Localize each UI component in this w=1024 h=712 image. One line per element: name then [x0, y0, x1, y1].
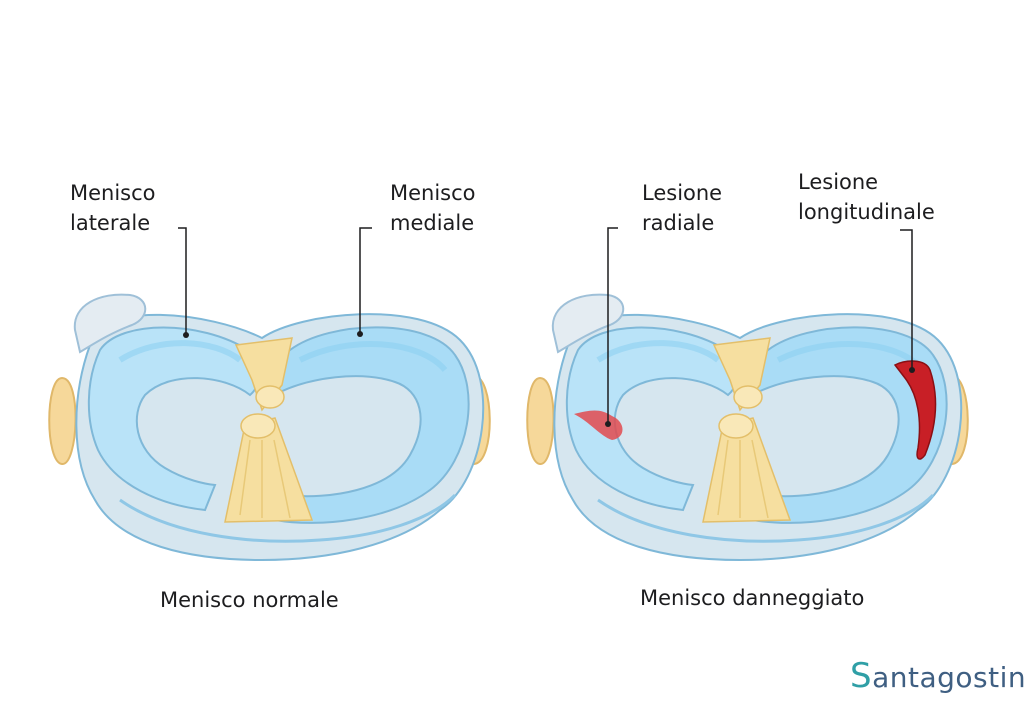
longitudinal-lesion [893, 360, 937, 460]
brand-logo: Santagostino [850, 656, 1024, 696]
radial-lesion [574, 410, 623, 440]
logo-text: antagostino [872, 661, 1024, 694]
leader-dots [183, 331, 915, 427]
leader-lines [178, 227, 913, 424]
caption-damaged: Menisco danneggiato [640, 586, 865, 610]
knee-normal [49, 295, 490, 560]
caption-normal: Menisco normale [160, 588, 339, 612]
logo-initial: S [850, 656, 873, 696]
